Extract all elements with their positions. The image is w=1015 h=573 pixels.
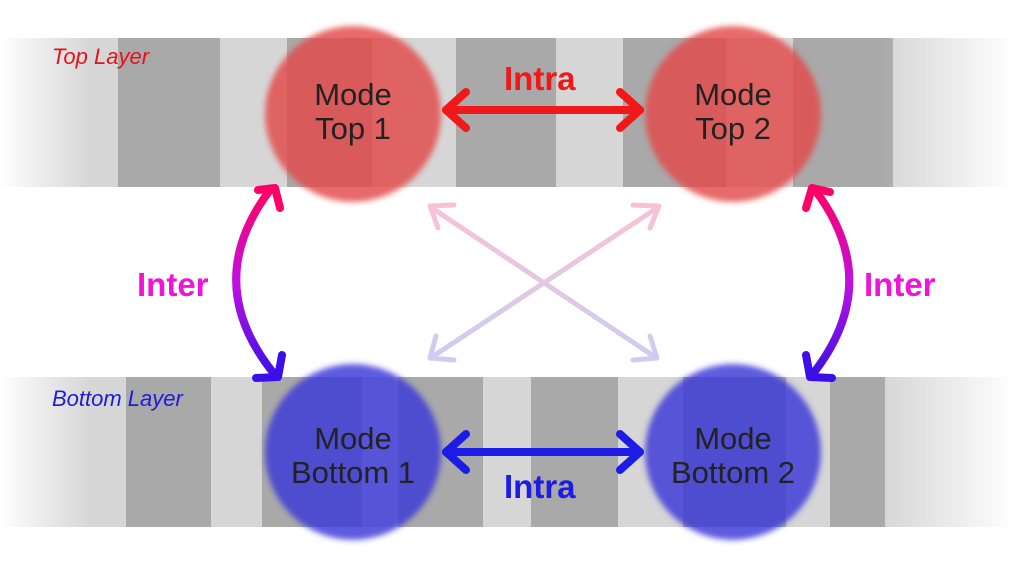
mode-bottom-2-circle [645,364,821,540]
inter-left-label: Inter [137,266,209,303]
mode-bottom-1-circle [265,364,441,540]
mode-top-1-line2: Top 1 [315,111,391,146]
mode-top-2-circle [645,26,821,202]
mode-bottom-1-label: Mode Bottom 1 [253,422,453,490]
mode-top-1-circle [265,26,441,202]
mode-bottom-2-line1: Mode [694,421,772,456]
cross-arrow-top2-bottom1 [427,202,662,363]
inter-right-label: Inter [864,266,936,303]
mode-top-1-label: Mode Top 1 [253,78,453,146]
top-layer-label: Top Layer [52,44,150,69]
mode-bottom-1-line2: Bottom 1 [290,455,416,490]
cross-arrows [427,202,662,363]
mode-bottom-2-line2: Bottom 2 [670,455,796,490]
mode-top-2-line2: Top 2 [695,111,771,146]
mode-top-2-label: Mode Top 2 [633,78,833,146]
inter-arrow-left [232,184,286,382]
mode-top-1-line1: Mode [314,77,392,112]
mode-bottom-2-label: Mode Bottom 2 [633,422,833,490]
intra-top-label: Intra [504,60,576,97]
inter-arrow-right [802,184,854,382]
intra-arrow-bottom [442,430,644,474]
bottom-layer-label: Bottom Layer [52,386,183,411]
intra-arrow-top [442,88,644,132]
mode-top-2-line1: Mode [694,77,772,112]
mode-bottom-1-line1: Mode [314,421,392,456]
intra-bottom-label: Intra [504,468,576,505]
